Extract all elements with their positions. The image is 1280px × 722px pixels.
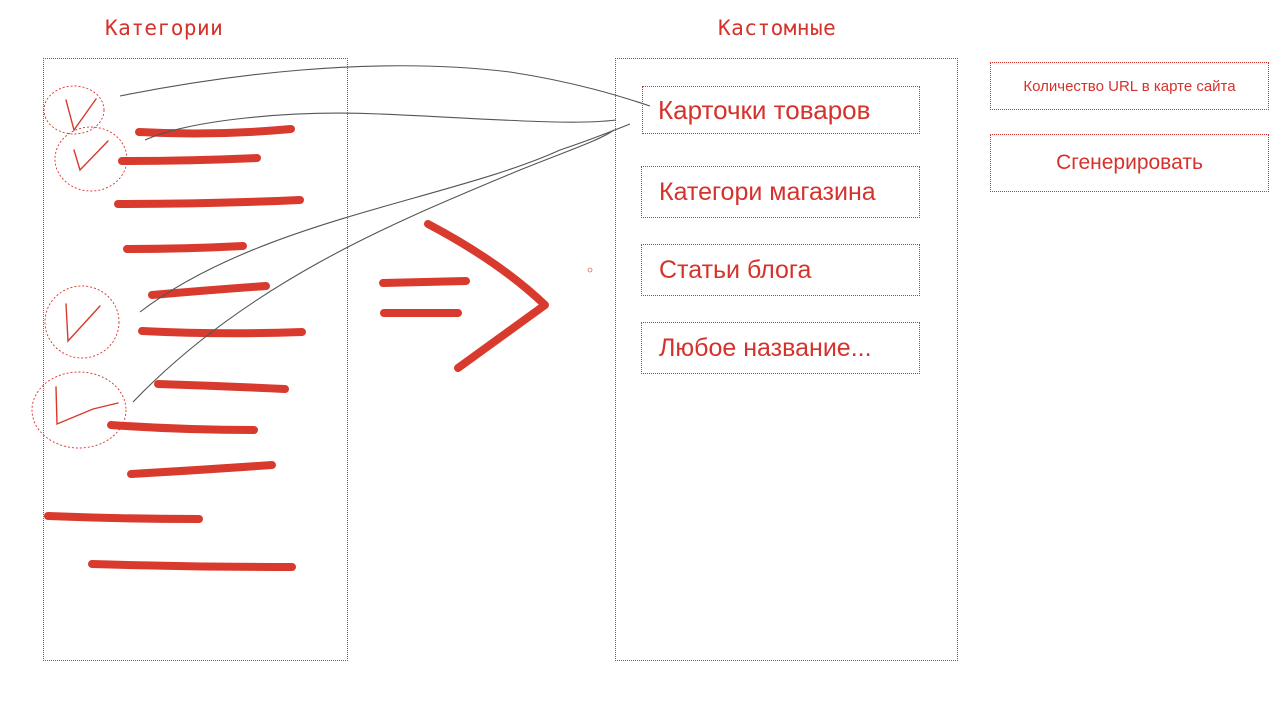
url-count-input[interactable]: Количество URL в карте сайта (990, 62, 1269, 110)
generate-button[interactable]: Сгенерировать (990, 134, 1269, 192)
categories-panel (43, 58, 348, 661)
categories-title: Категории (105, 16, 224, 40)
arrow-icon (379, 220, 549, 372)
stray-dot (587, 267, 593, 273)
custom-title: Кастомные (718, 16, 837, 40)
custom-item-product-cards[interactable]: Карточки товаров (642, 86, 920, 134)
generate-button-label: Сгенерировать (1056, 151, 1203, 174)
custom-item-blog-articles[interactable]: Статьи блога (641, 244, 920, 296)
arrow-head (424, 220, 549, 372)
arrow-bar (379, 277, 470, 287)
custom-panel (615, 58, 958, 661)
custom-item-label: Любое название... (659, 333, 872, 362)
custom-item-label: Статьи блога (659, 255, 812, 284)
custom-item-store-categories[interactable]: Категори магазина (641, 166, 920, 218)
custom-item-label: Категори магазина (659, 177, 876, 206)
custom-item-any-name[interactable]: Любое название... (641, 322, 920, 374)
url-count-placeholder: Количество URL в карте сайта (1023, 77, 1236, 95)
custom-item-label: Карточки товаров (658, 94, 871, 125)
